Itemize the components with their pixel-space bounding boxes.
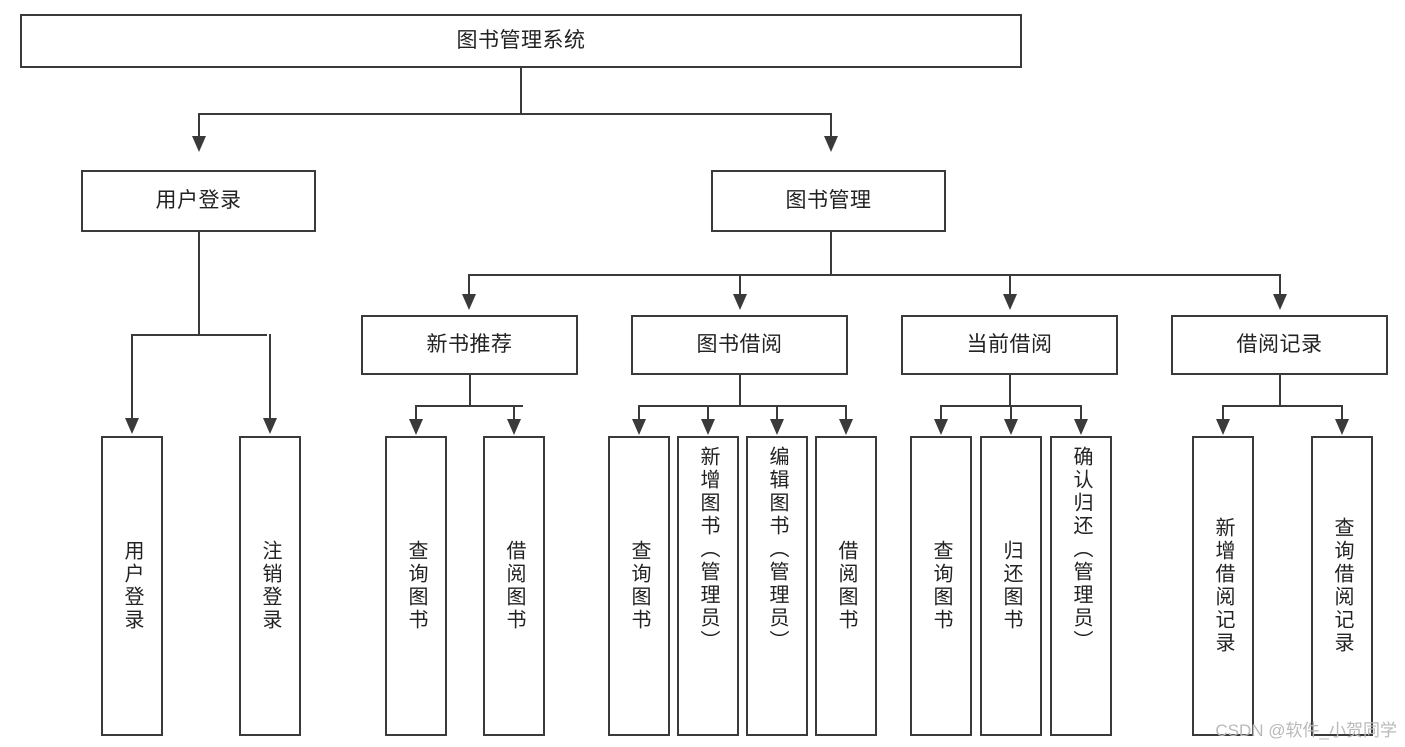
node-label: 用户登录 — [155, 189, 242, 213]
leaf-bb-query-book[interactable]: 查询图书 — [608, 436, 670, 736]
connector-user-login-drop-1 — [131, 334, 133, 420]
node-label: 图书管理系统 — [456, 29, 586, 53]
watermark: CSDN @软件_小贺同学 — [1215, 721, 1397, 740]
arrow-icon-br-leaf-1 — [1216, 419, 1230, 435]
node-label: 图书借阅 — [696, 333, 783, 357]
node-label: 借阅图书 — [503, 540, 525, 632]
node-label: 确认归还（管理员） — [1070, 446, 1092, 653]
arrow-icon-to-leaf-user-login — [125, 418, 139, 434]
arrow-icon-bb-leaf-1 — [632, 419, 646, 435]
arrow-icon-cb-leaf-2 — [1004, 419, 1018, 435]
arrow-icon-bb-leaf-2 — [701, 419, 715, 435]
arrow-icon-br-leaf-2 — [1335, 419, 1349, 435]
leaf-br-add-record[interactable]: 新增借阅记录 — [1192, 436, 1254, 736]
arrow-icon-to-leaf-logout — [263, 418, 277, 434]
connector-cb-drop-3 — [1080, 405, 1082, 421]
connector-bm-drop-3 — [1009, 274, 1011, 296]
node-book-borrow[interactable]: 图书借阅 — [631, 315, 848, 375]
arrow-icon-to-new-book-recommend — [462, 294, 476, 310]
connector-root-drop-1 — [198, 113, 200, 138]
connector-bb-bus — [638, 405, 846, 407]
node-label: 查询借阅记录 — [1331, 517, 1353, 655]
connector-bm-drop-4 — [1279, 274, 1281, 296]
leaf-bb-add-book-admin[interactable]: 新增图书（管理员） — [677, 436, 739, 736]
node-label: 查询图书 — [405, 540, 427, 632]
connector-nbr-bus — [415, 405, 523, 407]
leaf-bb-edit-book-admin[interactable]: 编辑图书（管理员） — [746, 436, 808, 736]
connector-root-trunk — [520, 68, 522, 114]
arrow-icon-cb-leaf-1 — [934, 419, 948, 435]
node-label: 注销登录 — [259, 540, 281, 632]
leaf-nbr-borrow-book[interactable]: 借阅图书 — [483, 436, 545, 736]
connector-user-login-trunk — [198, 232, 200, 335]
node-user-login[interactable]: 用户登录 — [81, 170, 316, 232]
connector-bb-drop-3 — [776, 405, 778, 421]
node-root-book-management-system[interactable]: 图书管理系统 — [20, 14, 1022, 68]
connector-user-login-bus — [131, 334, 267, 336]
arrow-icon-to-borrow-record — [1273, 294, 1287, 310]
arrow-icon-bb-leaf-3 — [770, 419, 784, 435]
connector-nbr-drop-2 — [513, 405, 515, 421]
connector-bb-drop-1 — [638, 405, 640, 421]
node-current-borrow[interactable]: 当前借阅 — [901, 315, 1118, 375]
leaf-user-login[interactable]: 用户登录 — [101, 436, 163, 736]
connector-cb-drop-2 — [1010, 405, 1012, 421]
connector-book-management-trunk — [830, 232, 832, 276]
arrow-icon-cb-leaf-3 — [1074, 419, 1088, 435]
leaf-cb-confirm-return-admin[interactable]: 确认归还（管理员） — [1050, 436, 1112, 736]
arrow-icon-to-book-management — [824, 136, 838, 152]
node-book-management[interactable]: 图书管理 — [711, 170, 946, 232]
leaf-br-query-record[interactable]: 查询借阅记录 — [1311, 436, 1373, 736]
leaf-cb-query-book[interactable]: 查询图书 — [910, 436, 972, 736]
arrow-icon-bb-leaf-4 — [839, 419, 853, 435]
node-new-book-recommend[interactable]: 新书推荐 — [361, 315, 578, 375]
leaf-logout[interactable]: 注销登录 — [239, 436, 301, 736]
connector-book-management-bus — [468, 274, 1280, 276]
node-label: 新增借阅记录 — [1212, 517, 1234, 655]
node-label: 查询图书 — [628, 540, 650, 632]
leaf-nbr-query-book[interactable]: 查询图书 — [385, 436, 447, 736]
connector-br-drop-1 — [1222, 405, 1224, 421]
connector-cb-drop-1 — [940, 405, 942, 421]
connector-bm-drop-2 — [739, 274, 741, 296]
connector-root-bus — [198, 113, 832, 115]
node-label: 归还图书 — [1000, 540, 1022, 632]
connector-root-drop-2 — [830, 113, 832, 138]
connector-bb-trunk — [739, 375, 741, 407]
connector-user-login-drop-2 — [269, 334, 271, 420]
node-label: 当前借阅 — [966, 333, 1053, 357]
connector-cb-trunk — [1009, 375, 1011, 407]
node-label: 图书管理 — [785, 189, 872, 213]
node-label: 借阅图书 — [835, 540, 857, 632]
connector-br-bus — [1222, 405, 1342, 407]
arrow-icon-nbr-leaf-2 — [507, 419, 521, 435]
node-label: 新书推荐 — [426, 333, 513, 357]
connector-bb-drop-4 — [845, 405, 847, 421]
connector-bm-drop-1 — [468, 274, 470, 296]
leaf-cb-return-book[interactable]: 归还图书 — [980, 436, 1042, 736]
node-label: 查询图书 — [930, 540, 952, 632]
arrow-icon-to-current-borrow — [1003, 294, 1017, 310]
arrow-icon-to-user-login — [192, 136, 206, 152]
connector-nbr-drop-1 — [415, 405, 417, 421]
node-borrow-record[interactable]: 借阅记录 — [1171, 315, 1388, 375]
node-label: 借阅记录 — [1236, 333, 1323, 357]
connector-bb-drop-2 — [707, 405, 709, 421]
connector-br-trunk — [1279, 375, 1281, 407]
arrow-icon-nbr-leaf-1 — [409, 419, 423, 435]
node-label: 编辑图书（管理员） — [766, 446, 788, 653]
arrow-icon-to-book-borrow — [733, 294, 747, 310]
connector-nbr-trunk — [469, 375, 471, 407]
connector-br-drop-2 — [1341, 405, 1343, 421]
node-label: 新增图书（管理员） — [697, 446, 719, 653]
node-label: 用户登录 — [121, 540, 143, 632]
leaf-bb-borrow-book[interactable]: 借阅图书 — [815, 436, 877, 736]
